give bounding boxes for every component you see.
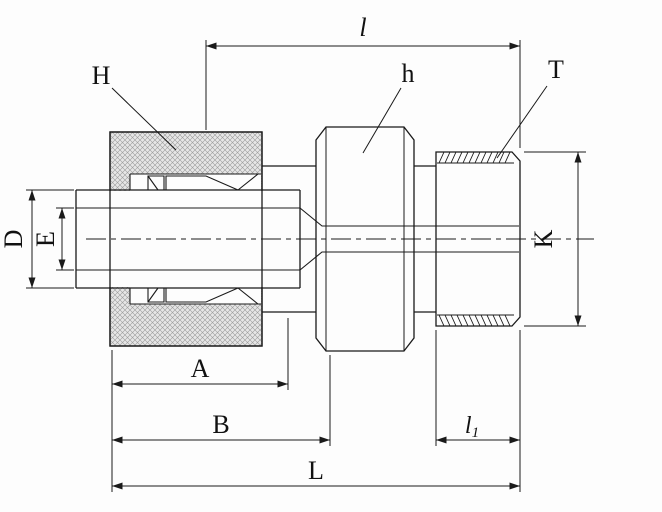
dimension-A: A [112, 318, 289, 390]
dim-label-A: A [191, 354, 210, 383]
body-neck [262, 165, 316, 313]
dim-label-l1: l1 [465, 413, 479, 441]
dim-label-B: B [212, 410, 229, 439]
shared-extension-lines [111, 330, 521, 492]
dimensions: l D E K A [0, 13, 586, 492]
dim-label-E: E [31, 231, 60, 247]
dimension-l: l [205, 13, 521, 148]
hex-outline [315, 126, 415, 352]
tube-bore [76, 207, 300, 271]
dim-label-D: D [0, 230, 28, 249]
thread-root-lines [437, 162, 514, 316]
dimension-L: L [112, 456, 520, 490]
dim-label-L: L [308, 456, 324, 485]
body-bore [299, 207, 519, 271]
extension-lines [205, 40, 521, 148]
thread-ticks [438, 151, 511, 327]
dimension-E: E [31, 207, 74, 271]
nut-internal-details [129, 173, 261, 305]
thread-relief-groove [414, 165, 436, 313]
dim-label-l1-base: l [465, 413, 472, 439]
leader-lines [111, 85, 548, 159]
tube-outline [75, 189, 301, 289]
callout-label-h: h [402, 59, 415, 88]
dimension-l1: l1 [435, 330, 520, 446]
callout-label-T: T [548, 55, 564, 84]
callouts: H h T [92, 55, 564, 159]
callout-label-H: H [92, 61, 111, 90]
dimension-D: D [0, 189, 74, 289]
dimension-B: B [112, 355, 331, 446]
dim-label-l1-subscript: 1 [472, 425, 480, 441]
dim-label-l: l [359, 13, 366, 42]
